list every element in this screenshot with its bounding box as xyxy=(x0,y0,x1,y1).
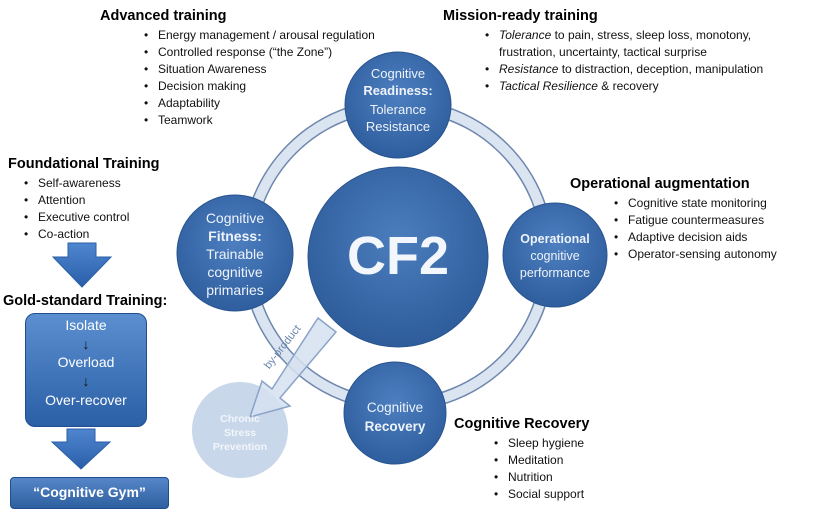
cognitive-recovery-title: Cognitive Recovery xyxy=(454,416,590,432)
fitness-node-text: Cognitive Fitness: Trainable cognitive p… xyxy=(180,209,290,299)
resilience-desc: & recovery xyxy=(597,79,659,93)
operational-node xyxy=(502,202,608,308)
mission-ready-title: Mission-ready training xyxy=(443,8,598,24)
down-arrow-2 xyxy=(50,428,112,470)
tolerance-term: Tolerance xyxy=(499,28,552,42)
fitness-line1: Cognitive xyxy=(205,210,265,226)
readiness-line4: Resistance xyxy=(365,119,431,134)
fitness-line5: primaries xyxy=(206,282,264,298)
resistance-term: Resistance xyxy=(499,62,559,76)
step-isolate: Isolate xyxy=(65,317,107,333)
list-item: Self-awareness xyxy=(20,175,159,192)
cf2-label: CF2 xyxy=(346,226,449,286)
fitness-line2: Fitness: xyxy=(208,228,262,244)
list-item: Controlled response (“the Zone”) xyxy=(140,44,375,61)
list-item: Adaptive decision aids xyxy=(610,229,777,246)
list-item: Resistance to distraction, deception, ma… xyxy=(481,61,763,78)
cf2-center-node xyxy=(307,166,489,348)
list-item: Adaptability xyxy=(140,95,375,112)
operational-node-text: Operational cognitive performance xyxy=(505,231,605,282)
operational-augmentation-section: Operational augmentation Cognitive state… xyxy=(570,176,777,263)
cognitive-gym-label: “Cognitive Gym” xyxy=(33,484,146,500)
resistance-desc: to distraction, deception, manipulation xyxy=(558,62,764,76)
step-overload: Overload xyxy=(57,354,115,370)
list-item: Operator-sensing autonomy xyxy=(610,246,777,263)
list-item: Social support xyxy=(490,486,589,503)
list-item: Energy management / arousal regulation xyxy=(140,27,375,44)
list-item-continued: frustration, uncertainty, tactical surpr… xyxy=(499,45,707,59)
list-item: Meditation xyxy=(490,452,589,469)
gold-standard-box: Isolate ↓ Overload ↓ Over-recover xyxy=(25,313,147,427)
gold-standard-title: Gold-standard Training: xyxy=(3,293,168,309)
readiness-line1: Cognitive xyxy=(370,66,426,81)
list-item: Executive control xyxy=(20,209,159,226)
list-item: Attention xyxy=(20,192,159,209)
step-arrow-2: ↓ xyxy=(82,373,90,389)
tolerance-desc: to pain, stress, sleep loss, monotony, xyxy=(551,28,752,42)
operational-augmentation-list: Cognitive state monitoring Fatigue count… xyxy=(610,195,777,263)
operational-line3: performance xyxy=(519,266,591,280)
mission-ready-section: Mission-ready training Tolerance to pain… xyxy=(443,8,763,95)
list-item: Decision making xyxy=(140,78,375,95)
cognitive-gym-box: “Cognitive Gym” xyxy=(10,477,169,509)
advanced-training-list: Energy management / arousal regulation C… xyxy=(140,27,375,129)
foundational-section: Foundational Training Self-awareness Att… xyxy=(8,156,159,243)
recovery-node xyxy=(343,361,447,465)
recovery-node-text: Cognitive Recovery xyxy=(345,398,445,436)
step-over-recover: Over-recover xyxy=(45,392,127,408)
foundational-list: Self-awareness Attention Executive contr… xyxy=(20,175,159,243)
list-item: Co-action xyxy=(20,226,159,243)
list-item: Nutrition xyxy=(490,469,589,486)
advanced-training-section: Advanced training Energy management / ar… xyxy=(100,8,375,129)
operational-line1: Operational xyxy=(520,232,590,246)
fitness-line4: cognitive xyxy=(207,264,263,280)
chronic-line3: Prevention xyxy=(212,441,268,453)
list-item: Teamwork xyxy=(140,112,375,129)
advanced-training-title: Advanced training xyxy=(100,8,227,24)
mission-ready-list: Tolerance to pain, stress, sleep loss, m… xyxy=(481,27,763,95)
chronic-line2: Stress xyxy=(223,427,257,439)
fitness-line3: Trainable xyxy=(206,246,264,262)
recovery-line2: Recovery xyxy=(364,419,426,434)
list-item: Tolerance to pain, stress, sleep loss, m… xyxy=(481,27,763,44)
list-item: Fatigue countermeasures xyxy=(610,212,777,229)
byproduct-arrow xyxy=(248,316,338,419)
chronic-line1: Chronic xyxy=(220,413,260,425)
list-item: Sleep hygiene xyxy=(490,435,589,452)
chronic-node-text: Chronic Stress Prevention xyxy=(195,412,285,454)
recovery-line1: Cognitive xyxy=(366,400,424,415)
list-item: Situation Awareness xyxy=(140,61,375,78)
list-item: Tactical Resilience & recovery xyxy=(481,78,763,95)
operational-augmentation-title: Operational augmentation xyxy=(570,176,750,192)
readiness-line2: Readiness: xyxy=(363,83,433,98)
step-arrow-1: ↓ xyxy=(82,336,90,352)
cognitive-recovery-list: Sleep hygiene Meditation Nutrition Socia… xyxy=(490,435,589,503)
foundational-title: Foundational Training xyxy=(8,156,160,172)
fitness-node xyxy=(176,194,294,312)
readiness-node-text: Cognitive Readiness: Tolerance Resistanc… xyxy=(348,65,448,135)
resilience-term: Tactical Resilience xyxy=(499,79,598,93)
operational-line2: cognitive xyxy=(530,249,580,263)
cognitive-recovery-section: Cognitive Recovery Sleep hygiene Meditat… xyxy=(454,416,589,503)
readiness-line3: Tolerance xyxy=(369,102,427,117)
list-item: Cognitive state monitoring xyxy=(610,195,777,212)
down-arrow-1 xyxy=(51,242,113,288)
